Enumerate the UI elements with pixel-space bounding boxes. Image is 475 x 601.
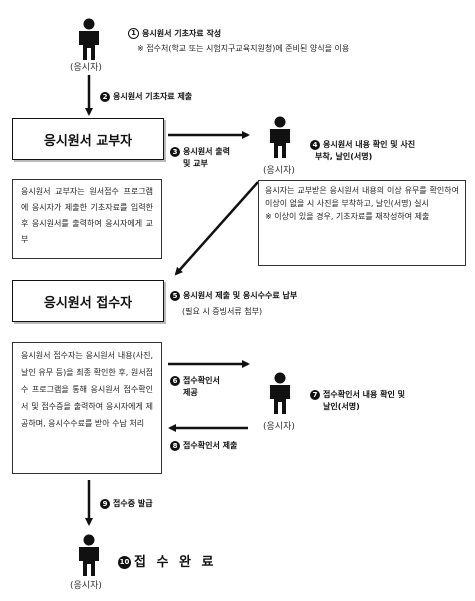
receiver-box-desc: 응시원서 접수자는 응시원서 내용(사진, 날인 유무 등)을 최종 확인한 후… [12,342,162,474]
person-label: (응시자) [70,63,102,73]
person-label: (응시자) [263,166,295,176]
person-icon [270,372,290,414]
step-5-note: (필요 시 증빙서류 첨부) [182,307,263,316]
issuer-box-desc: 응시원서 교부자는 원서접수 프로그램에 응시자가 제출한 기초자료를 입력한 … [12,179,162,259]
step-1-note: ※ 접수처(학교 또는 시험지구교육지원청)에 준비된 양식을 이용 [137,44,350,53]
issuer-box-title: 응시원서 교부자 [12,118,164,160]
person-label: (응시자) [263,422,295,432]
applicant-box-desc: 응시자는 교부받은 응시원서 내용의 이상 유무를 확인하여 이상이 없을 시 … [258,180,466,266]
person-label: (응시자) [70,581,102,591]
person-icon [79,534,99,576]
person-icon [270,116,290,158]
receiver-box-title: 응시원서 접수자 [12,280,164,322]
person-icon [79,18,99,60]
arrow-diagonal-to-receiver [174,181,259,276]
